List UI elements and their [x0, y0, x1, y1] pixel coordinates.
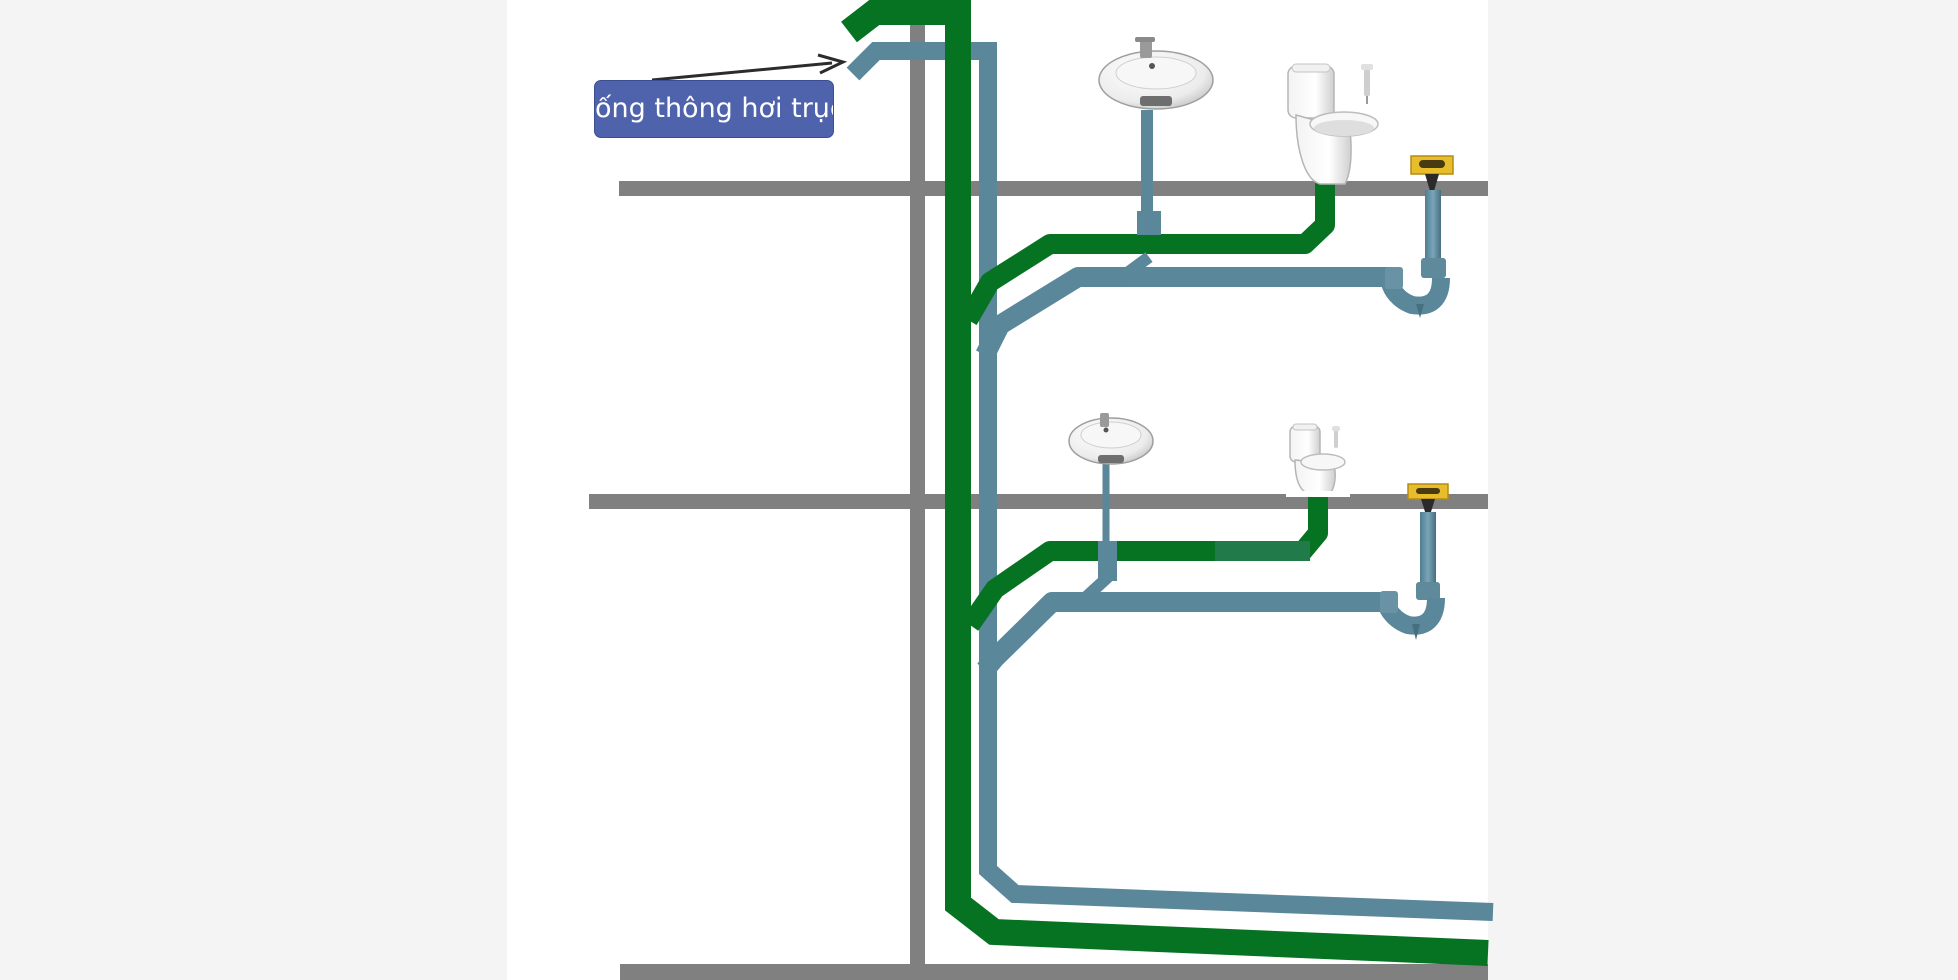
upper-soil-branch — [959, 175, 1335, 326]
soil-stack-pipe — [841, 0, 1489, 966]
middle-waste-branch — [977, 592, 1387, 677]
vent-stack-pipe — [846, 42, 1494, 921]
upper-basin-connector — [1118, 252, 1153, 282]
soil-stack — [841, 0, 1489, 966]
floor-slab-upper — [619, 181, 1488, 196]
middle-basin-coupling — [1098, 541, 1117, 581]
bidet-spray-icon — [1361, 64, 1373, 104]
structural-column — [910, 0, 925, 980]
bidet-spray-icon — [1332, 426, 1340, 448]
toilet-icon — [1286, 423, 1350, 497]
upper-basin-coupling — [1137, 211, 1161, 235]
toilet-icon — [1287, 63, 1379, 185]
washbasin-icon — [1068, 413, 1154, 465]
vent-stack — [846, 42, 1494, 921]
p-trap-icon — [1377, 512, 1445, 640]
upper-floor-branches — [959, 110, 1390, 360]
floor-drain-icon — [1407, 483, 1449, 515]
vent-label-arrow — [651, 53, 848, 82]
floor-slab-bottom — [620, 964, 1488, 980]
washbasin-icon — [1098, 37, 1214, 110]
middle-soil-reducer — [1215, 541, 1310, 561]
building-structure — [589, 0, 1488, 980]
p-trap-icon — [1381, 190, 1450, 318]
vent-stack-label: ống thông hơi trục — [594, 80, 834, 138]
middle-soil-branch — [961, 496, 1328, 631]
upper-waste-branch — [976, 267, 1390, 360]
floor-drain-icon — [1410, 155, 1454, 191]
floor-slab-middle — [589, 494, 1488, 509]
